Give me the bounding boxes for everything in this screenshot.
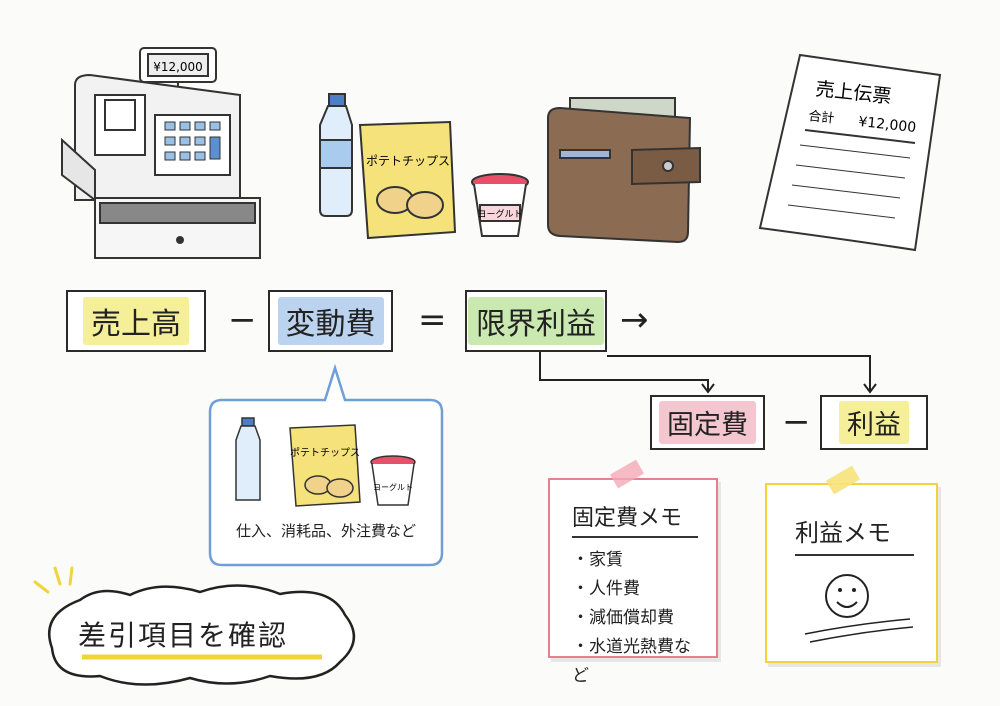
variable-cost-label: 変動費 — [277, 297, 384, 345]
profit-label: 利益 — [839, 401, 909, 444]
slip-total-label: 合計 — [808, 108, 836, 127]
cash-register-icon — [61, 47, 261, 259]
badge-cloud — [47, 584, 355, 686]
fixed-cost-box: 固定費 — [650, 395, 765, 450]
pink-tape — [610, 459, 644, 489]
minus-sign-2: − — [782, 402, 811, 442]
slip-total-value: ¥12,000 — [858, 114, 917, 136]
marginal-profit-label: 限界利益 — [468, 297, 604, 345]
marginal-profit-box: 限界利益 — [465, 290, 607, 352]
water-bottle-icon — [319, 93, 353, 217]
sales-label: 売上高 — [83, 297, 189, 345]
illustrations: ¥12,000 ポテトチップス ヨーグルト 売上伝票 合計 ¥12,000 — [61, 47, 942, 259]
yellow-tape — [826, 465, 860, 495]
fixed-cost-label: 固定費 — [659, 401, 756, 444]
chips-label: ポテトチップス — [366, 154, 450, 168]
wallet-icon — [547, 97, 701, 244]
profit-box: 利益 — [820, 395, 928, 450]
sales-slip-icon — [758, 53, 942, 252]
right-arrow-icon: → — [620, 300, 649, 340]
yogurt-cup-icon — [471, 173, 529, 237]
callout-chips-label: ポテトチップス — [290, 447, 360, 459]
callout-yogurt-label: ヨーグルト — [373, 482, 413, 492]
yogurt-label: ヨーグルト — [477, 208, 522, 220]
register-display: ¥12,000 — [153, 60, 203, 74]
potato-chips-icon — [358, 120, 457, 240]
sales-box: 売上高 — [66, 290, 206, 352]
minus-sign: − — [228, 300, 257, 340]
equals-sign: = — [418, 300, 447, 340]
callout-caption: 仕入、消耗品、外注費など — [235, 522, 416, 540]
badge-text: 差引項目を確認 — [78, 619, 289, 652]
variable-cost-box: 変動費 — [268, 290, 393, 352]
sparkle-lines — [33, 566, 74, 594]
